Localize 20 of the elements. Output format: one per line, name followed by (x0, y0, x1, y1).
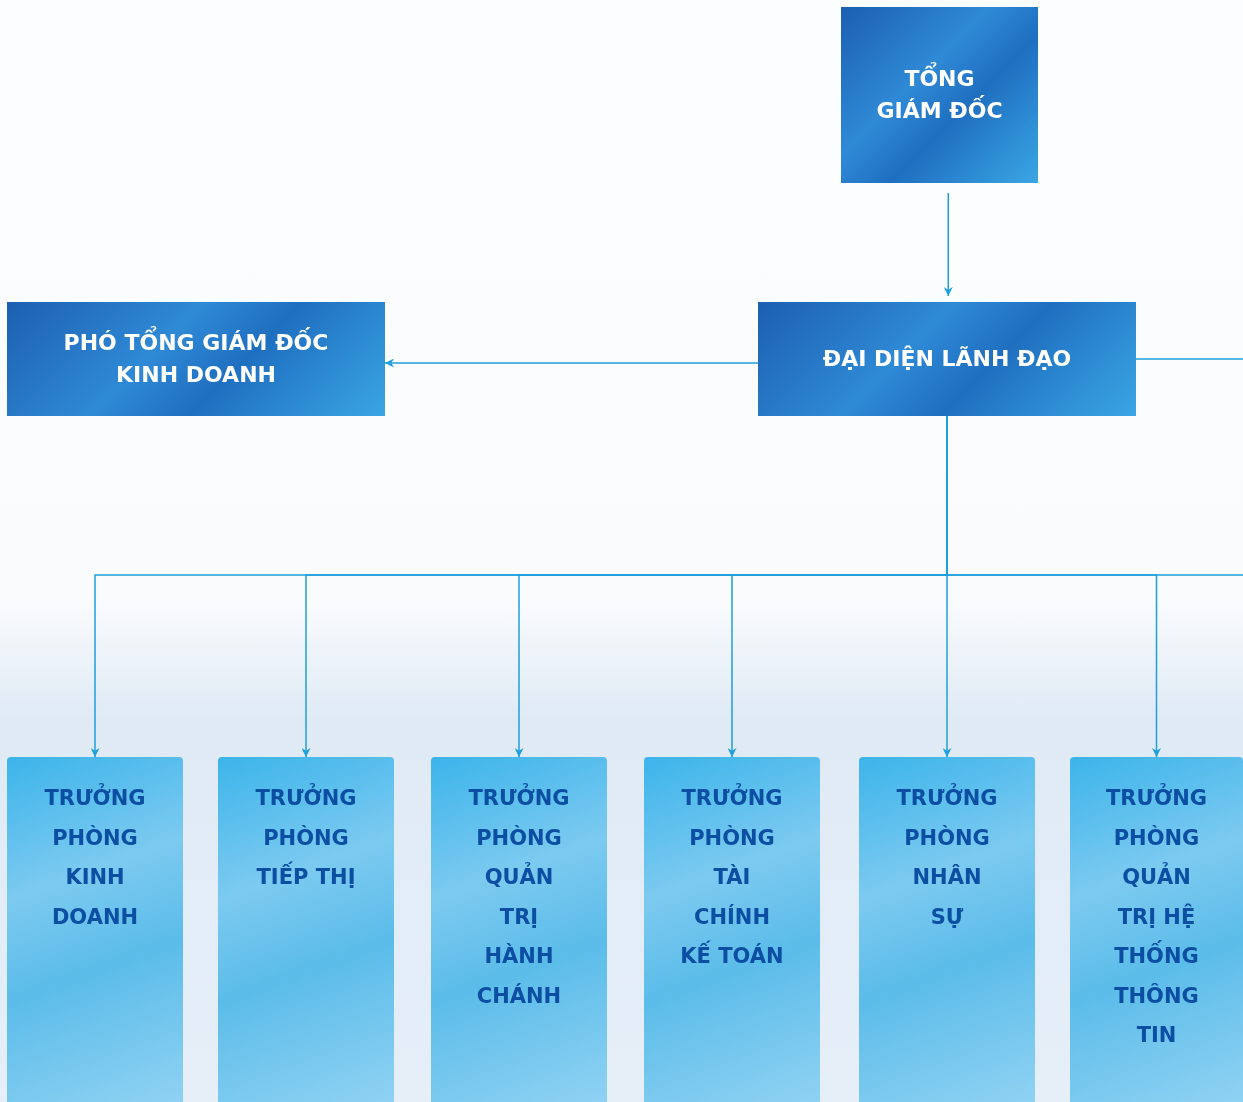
position-title: TRƯỞNG PHÒNG TIẾP THỊ (254, 779, 358, 898)
department-box (644, 757, 820, 1102)
position-title: TRƯỞNG PHÒNG QUẢN TRỊ HỆ THỐNG THÔNG TIN (1104, 779, 1209, 1056)
position-title: TRƯỞNG PHÒNG TÀI CHÍNH KẾ TOÁN (680, 779, 784, 977)
department-box (218, 757, 394, 1102)
position-box (7, 302, 385, 416)
position-box (841, 7, 1038, 183)
connector-arrow (943, 192, 953, 297)
position-title: TỔNG GIÁM ĐỐC (874, 63, 1005, 127)
position-title: ĐẠI DIỆN LÃNH ĐẠO (821, 344, 1073, 373)
position-box (758, 302, 1136, 416)
department-box (7, 757, 183, 1102)
department-box (1070, 757, 1243, 1102)
position-title: TRƯỞNG PHÒNG KINH DOANH (43, 779, 147, 937)
position-title: PHÓ TỔNG GIÁM ĐỐC KINH DOANH (36, 327, 356, 391)
department-box (859, 757, 1035, 1102)
position-title: TRƯỞNG PHÒNG QUẢN TRỊ HÀNH CHÁNH (467, 779, 571, 1016)
department-box (431, 757, 607, 1102)
position-title: TRƯỞNG PHÒNG NHÂN SỰ (895, 779, 999, 937)
connector-arrow (384, 358, 759, 368)
